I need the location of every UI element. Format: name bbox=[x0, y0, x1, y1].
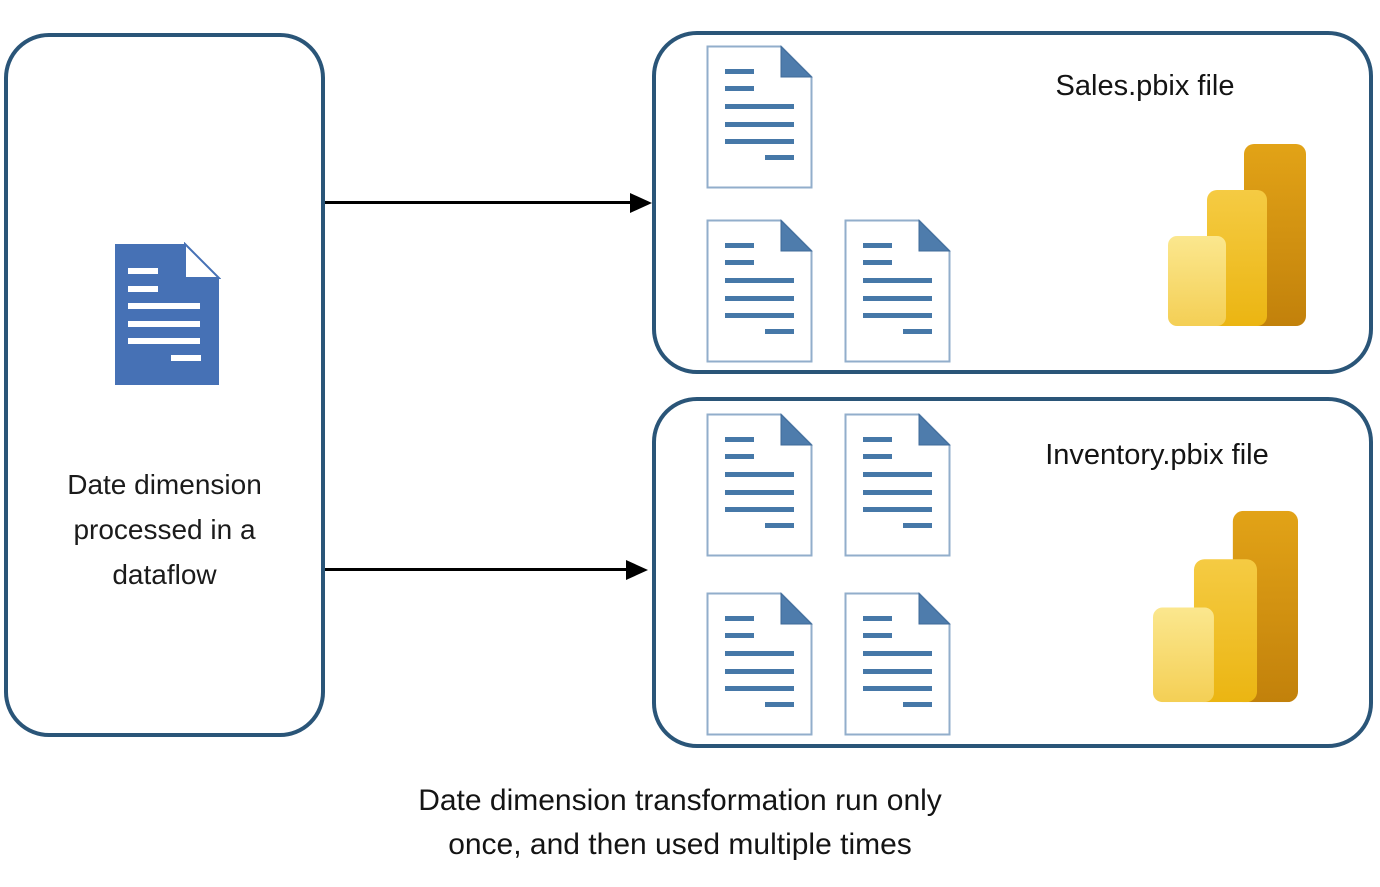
dataflow-source-box: Date dimension processed in a dataflow bbox=[4, 33, 325, 737]
sales-pbix-label: Sales.pbix file bbox=[1055, 70, 1235, 102]
powerbi-logo-icon bbox=[1168, 144, 1306, 326]
arrow-to-sales-line bbox=[325, 201, 631, 204]
powerbi-logo-icon bbox=[1153, 510, 1298, 703]
source-label-line-1: Date dimension bbox=[67, 469, 262, 500]
arrow-to-inventory-head-icon bbox=[626, 560, 648, 580]
document-outline-icon bbox=[844, 413, 951, 557]
source-box-label: Date dimension processed in a dataflow bbox=[8, 462, 321, 597]
caption-line-2: once, and then used multiple times bbox=[448, 828, 912, 861]
document-filled-icon bbox=[113, 242, 221, 387]
source-label-line-2: processed in a bbox=[73, 514, 256, 545]
document-outline-icon bbox=[706, 45, 813, 189]
source-label-line-3: dataflow bbox=[112, 559, 217, 590]
caption-line-1: Date dimension transformation run only bbox=[418, 784, 942, 817]
document-outline-icon bbox=[706, 592, 813, 736]
document-outline-icon bbox=[706, 413, 813, 557]
document-outline-icon bbox=[706, 219, 813, 363]
diagram-caption: Date dimension transformation run only o… bbox=[280, 779, 1080, 867]
sales-pbix-box: Sales.pbix file bbox=[652, 31, 1373, 374]
arrow-to-sales-head-icon bbox=[630, 193, 652, 213]
document-outline-icon bbox=[844, 592, 951, 736]
arrow-to-inventory-line bbox=[325, 568, 627, 571]
inventory-pbix-label: Inventory.pbix file bbox=[1045, 439, 1269, 471]
document-outline-icon bbox=[844, 219, 951, 363]
inventory-pbix-box: Inventory.pbix file bbox=[652, 397, 1373, 748]
